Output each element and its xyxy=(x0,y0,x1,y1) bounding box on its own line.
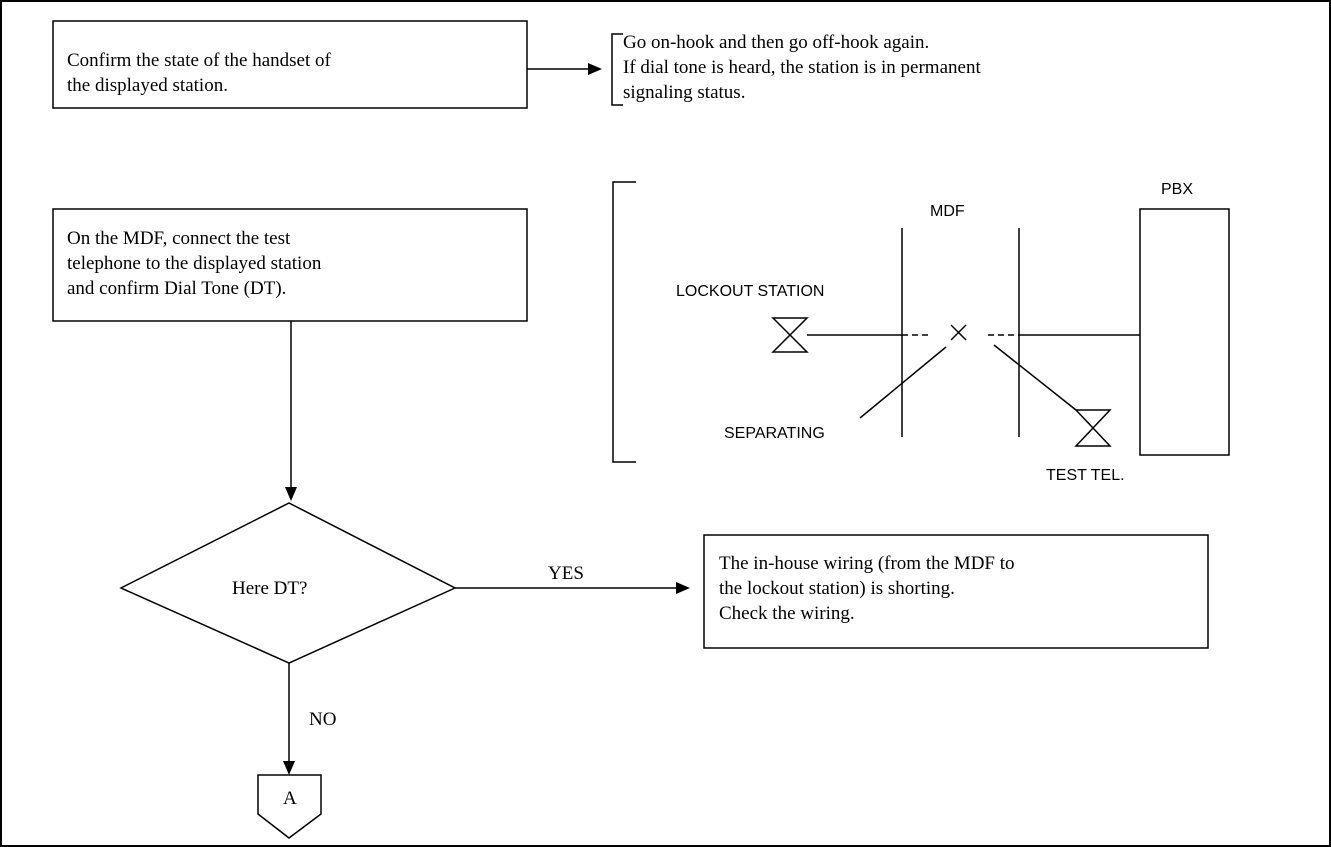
separating-label: SEPARATING xyxy=(724,425,825,442)
step2-text: On the MDF, connect the test telephone t… xyxy=(67,228,322,299)
connector-a-symbol xyxy=(257,774,322,839)
wiring-bracket xyxy=(612,181,636,463)
separating-leader xyxy=(859,346,947,419)
note1-bracket xyxy=(611,33,623,106)
test-tel-leader xyxy=(993,344,1077,411)
result-yes-box xyxy=(703,534,1209,649)
yes-arrowhead xyxy=(676,582,690,594)
separating-cross-2 xyxy=(950,324,967,341)
lockout-station-label: LOCKOUT STATION xyxy=(676,283,825,300)
no-label: NO xyxy=(309,709,337,730)
step1-arrowhead xyxy=(588,63,602,75)
step1-text: Confirm the state of the handset of the … xyxy=(67,50,331,96)
yes-label: YES xyxy=(548,563,584,584)
pbx-box xyxy=(1139,208,1230,456)
decision-text: Here DT? xyxy=(232,578,308,599)
mdf-label: MDF xyxy=(930,203,965,220)
test-tel-label: TEST TEL. xyxy=(1046,467,1125,484)
lockout-station-symbol xyxy=(771,317,809,353)
step2-arrowhead xyxy=(285,487,297,501)
result-yes-text: The in-house wiring (from the MDF to the… xyxy=(719,553,1015,624)
note1-text: Go on-hook and then go off-hook again. I… xyxy=(623,32,981,103)
step2-box xyxy=(52,208,528,322)
test-tel-symbol xyxy=(1074,409,1112,447)
no-arrowhead xyxy=(283,761,295,775)
pbx-label: PBX xyxy=(1161,181,1194,198)
step1-box xyxy=(52,20,528,109)
connector-a-label: A xyxy=(283,788,297,809)
